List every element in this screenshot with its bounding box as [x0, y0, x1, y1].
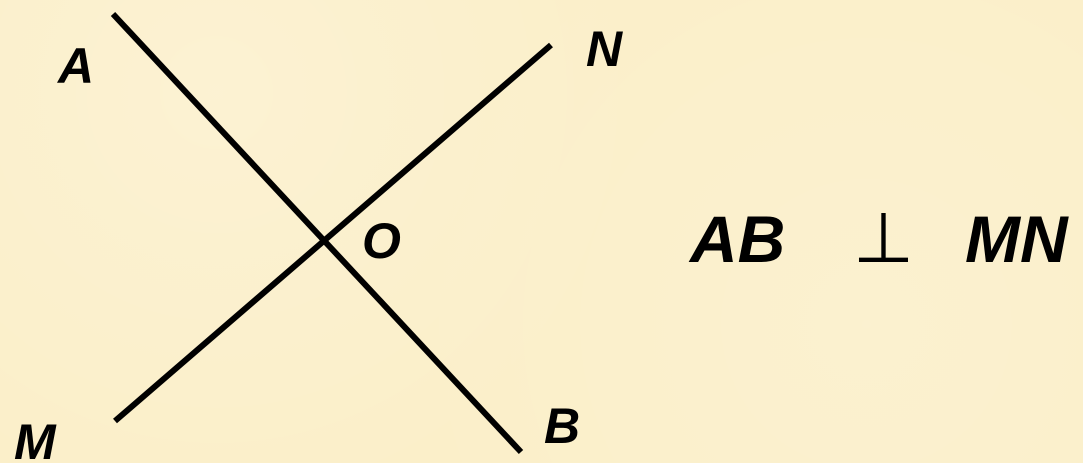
point-label-a: A — [56, 38, 94, 94]
perpendicular-symbol: ⊥ — [853, 197, 914, 279]
point-label-m: M — [14, 414, 57, 463]
point-label-o: O — [362, 213, 401, 269]
line-ab — [110, 11, 524, 455]
relation-right-line: MN — [965, 202, 1069, 276]
line-mn — [113, 42, 553, 424]
point-label-b: B — [544, 398, 580, 454]
point-label-n: N — [586, 21, 623, 77]
relation-left-line: AB — [688, 202, 785, 276]
